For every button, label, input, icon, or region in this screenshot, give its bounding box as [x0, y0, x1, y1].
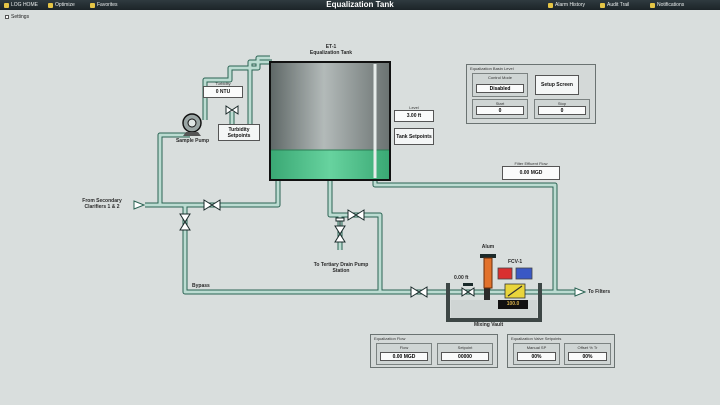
to-filters-label: To Filters [588, 289, 611, 295]
stop-group: Stop 0 [534, 99, 590, 119]
home-icon [4, 2, 9, 8]
nav-optimize[interactable]: Optimize [48, 2, 75, 8]
level-value: 3.00 ft [406, 113, 422, 119]
offset-group: Offset % Tr 00% [564, 343, 611, 365]
alum-label: Alum [481, 244, 495, 250]
nav-audit-trail[interactable]: Audit Trail [600, 2, 629, 8]
valve-setpoints-title: Equalization Valve Setpoints [511, 336, 562, 341]
fcv-display-value: 100.0 [506, 301, 520, 307]
start-group: Start 0 [472, 99, 528, 119]
turbidity-setpoints-label: Turbidity Setpoints [227, 126, 251, 139]
nav-notifications[interactable]: Notifications [650, 2, 684, 8]
equalization-tank [269, 61, 391, 181]
sample-pump [182, 113, 202, 136]
eq-setpoint-value[interactable]: 00000 [441, 352, 489, 361]
fcv-red-indicator [497, 267, 513, 280]
manual-sp-group: Manual SP 00% [513, 343, 560, 365]
nav-optimize-label: Optimize [55, 2, 75, 8]
tank-setpoints-label: Tank Setpoints [396, 133, 432, 140]
start-caption: Start [495, 101, 505, 106]
eq-flow-value: 0.00 MGD [380, 352, 428, 361]
nav-alarm-label: Alarm History [555, 2, 586, 8]
level-caption: Level [409, 105, 419, 110]
audit-icon [600, 2, 605, 8]
offset-value[interactable]: 00% [568, 352, 607, 361]
eq-flow-group: Flow 0.00 MGD [376, 343, 432, 365]
turbidity-readout: Turbidity 0 NTU [203, 81, 243, 98]
nav-home-label: LOG HOME [11, 2, 38, 8]
control-mode-value[interactable]: Disabled [476, 84, 524, 93]
valves [179, 105, 428, 298]
tank-title: ET-1 Equalization Tank [296, 44, 366, 56]
bell-icon [650, 2, 655, 8]
valve-setpoints-panel: Equalization Valve Setpoints Manual SP 0… [507, 334, 615, 368]
start-value[interactable]: 0 [476, 106, 524, 115]
from-secondary-label: From Secondary Clarifiers 1 & 2 [82, 198, 122, 210]
nav-favorites-label: Favorites [97, 2, 118, 8]
turbidity-value: 0 NTU [215, 89, 231, 95]
top-bar: LOG HOME Optimize Favorites Equalization… [0, 0, 720, 10]
eq-setpoint-group: Setpoint 00000 [437, 343, 493, 365]
mixing-vault-label: Mixing Vault [474, 322, 504, 328]
eq-setpoint-caption: Setpoint [457, 345, 473, 350]
turbidity-caption: Turbidity [215, 81, 231, 86]
filter-effluent-caption: Filter Effluent Flow [514, 161, 548, 166]
sample-pump-label: Sample Pump [175, 138, 210, 144]
tank-setpoints-button[interactable]: Tank Setpoints [394, 128, 434, 145]
stop-value[interactable]: 0 [538, 106, 586, 115]
alum-tank [480, 254, 496, 289]
filter-effluent-value: 0.00 MGD [519, 170, 543, 176]
window-title: Equalization Tank [326, 0, 394, 9]
settings-icon [5, 15, 9, 19]
tank-name: Equalization Tank [309, 50, 353, 56]
manual-sp-value[interactable]: 00% [517, 352, 556, 361]
basin-level-panel: Equalization Basin Level Control Mode Di… [466, 64, 596, 124]
filter-effluent-flow-readout: Filter Effluent Flow 0.00 MGD [502, 161, 560, 180]
nav-alarm-history[interactable]: Alarm History [548, 2, 585, 8]
settings-label: Settings [11, 14, 30, 20]
to-tertiary-label: To Tertiary Drain Pump Station [313, 262, 369, 274]
bypass-label: Bypass [192, 283, 210, 289]
offset-caption: Offset % Tr [577, 345, 598, 350]
eq-flow-caption: Flow [399, 345, 409, 350]
setup-screen-button[interactable]: Setup Screen [535, 75, 579, 95]
equalization-flow-panel: Equalization Flow Flow 0.00 MGD Setpoint… [370, 334, 498, 368]
basin-level-panel-title: Equalization Basin Level [470, 66, 514, 71]
fcv-digital-display [498, 300, 528, 309]
mixer-valve-label: 0.00 ft [454, 275, 469, 281]
inlet-arrow [133, 200, 146, 210]
fcv-label: FCV-1 [508, 259, 523, 265]
star-icon [90, 2, 95, 8]
optimize-icon [48, 2, 53, 8]
control-mode-caption: Control Mode [487, 75, 512, 80]
turbidity-setpoints-button[interactable]: Turbidity Setpoints [218, 124, 260, 141]
nav-audit-label: Audit Trail [607, 2, 630, 8]
tank-id: ET-1 [325, 44, 337, 50]
nav-home[interactable]: LOG HOME [4, 2, 38, 8]
outlet-arrow [574, 287, 587, 297]
fcv-blue-indicator [515, 267, 533, 280]
setup-screen-label: Setup Screen [541, 82, 573, 88]
nav-favorites[interactable]: Favorites [90, 2, 118, 8]
manual-sp-caption: Manual SP [526, 345, 547, 350]
alarm-icon [548, 2, 553, 8]
equalization-flow-title: Equalization Flow [374, 336, 406, 341]
level-readout: Level 3.00 ft [394, 105, 434, 122]
control-mode-group: Control Mode Disabled [472, 73, 528, 97]
nav-notifications-label: Notifications [657, 2, 685, 8]
settings-link[interactable]: Settings [5, 14, 29, 20]
stop-caption: Stop [557, 101, 567, 106]
